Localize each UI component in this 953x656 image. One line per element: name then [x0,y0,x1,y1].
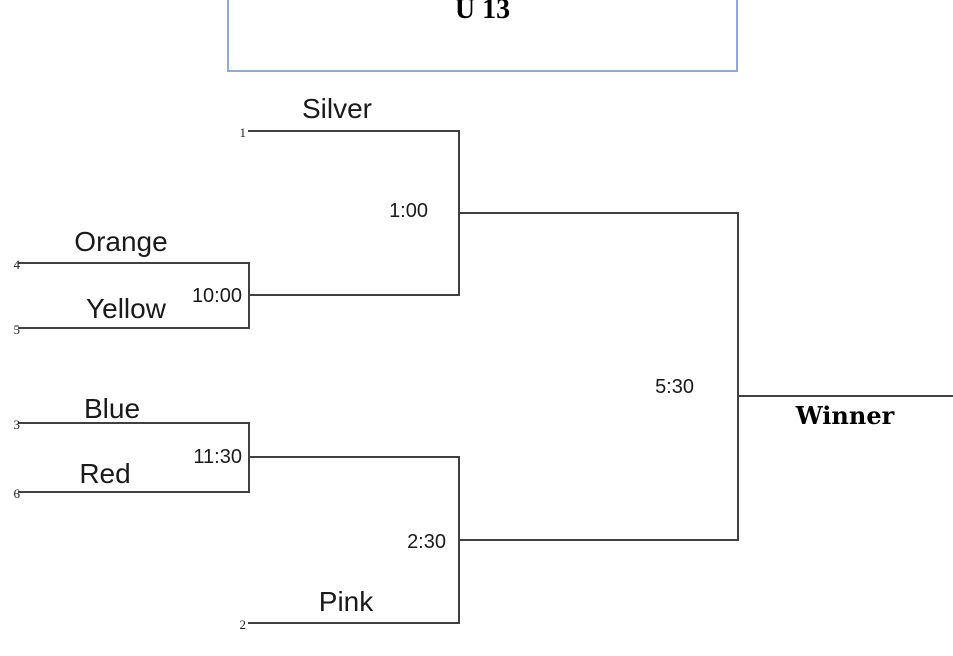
winner-label: Winner [795,401,895,430]
red-slot-line [18,491,250,493]
team-name-orange: Orange [74,226,168,257]
match-time-semi-top: 1:00 [389,200,428,222]
seed-pink: 2 [239,617,247,632]
match2-join-line [248,422,250,493]
match-time-quarter-top: 10:00 [191,285,242,307]
team-name-yellow: Yellow [86,293,166,324]
match-time-semi-bottom: 2:30 [407,531,446,553]
seed-red: 6 [13,486,21,501]
team-name-pink: Pink [318,586,374,617]
team-name-red: Red [79,458,131,489]
pink-slot-line [248,622,460,624]
match1-join-line [248,262,250,329]
yellow-slot-line [18,327,250,329]
semifinal-bottom-winner-line [460,539,738,541]
team-name-blue: Blue [83,393,141,424]
semifinal-bottom-join-line [458,456,460,624]
seed-orange: 4 [13,257,21,272]
final-join-line [737,212,739,541]
winner-slot-line [738,395,953,397]
match1-winner-line [250,294,460,296]
match2-winner-line [250,456,460,458]
silver-slot-line [248,130,460,132]
semifinal-top-winner-line [460,212,738,214]
title-box: U 13 [227,0,738,72]
seed-silver: 1 [239,125,247,140]
team-name-silver: Silver [301,93,372,124]
orange-slot-line [18,262,250,264]
match-time-final: 5:30 [655,376,694,398]
seed-blue: 3 [13,417,21,432]
bracket-title: U 13 [454,0,511,25]
match-time-quarter-bottom: 11:30 [193,446,242,468]
seed-yellow: 5 [13,322,21,337]
semifinal-top-join-line [458,130,460,296]
blue-slot-line [18,422,250,424]
